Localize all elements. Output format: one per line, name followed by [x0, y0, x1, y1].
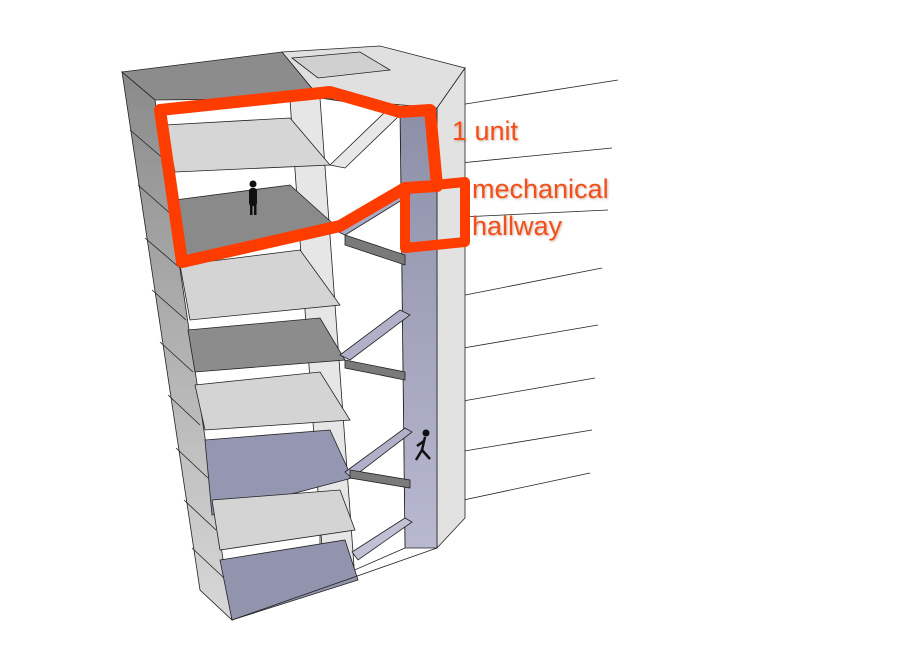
floor-lines [129, 129, 438, 621]
floor-slabs [164, 117, 359, 621]
person-standing-icon [249, 180, 257, 215]
unit-label: 1 unit [452, 116, 519, 146]
mechanical-label: mechanical [472, 174, 609, 204]
person-walking-icon [414, 429, 431, 461]
mechanical-hallway-highlight [400, 177, 470, 253]
roof-skylight [290, 51, 392, 79]
hallway-label: hallway [472, 211, 563, 241]
